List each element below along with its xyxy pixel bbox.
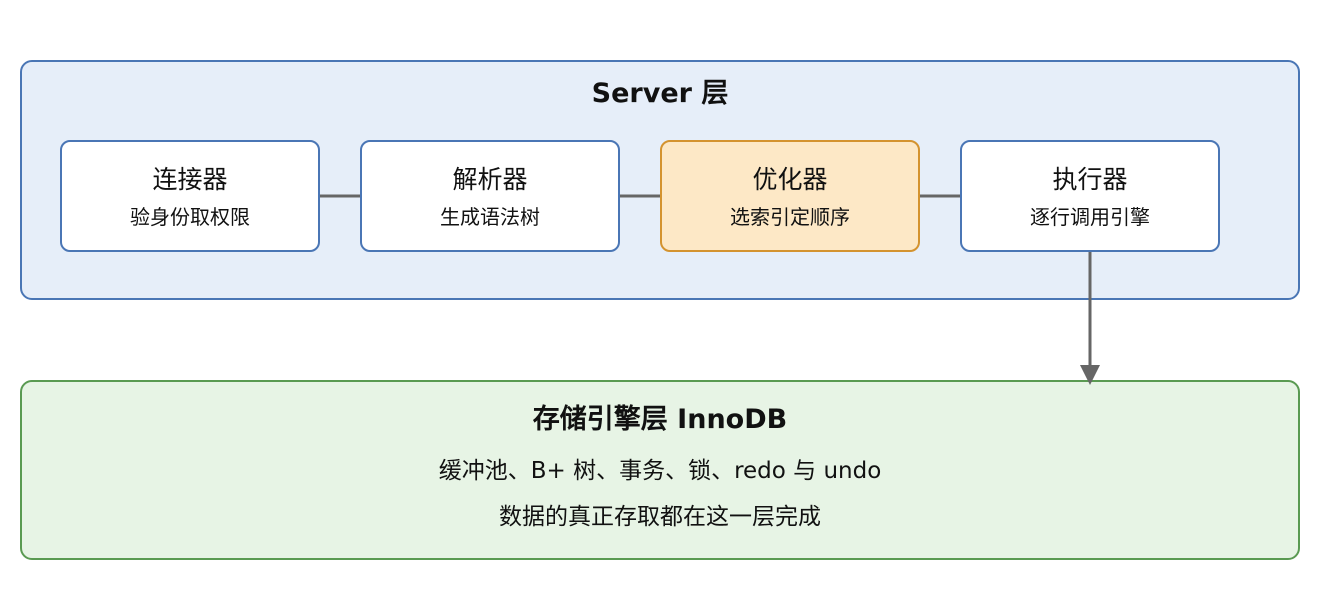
stage-description: 验身份取权限	[130, 205, 250, 229]
server-layer-title: Server 层	[591, 78, 729, 109]
storage-layer-features: 缓冲池、B+ 树、事务、锁、redo 与 undo	[438, 458, 882, 484]
stage-parser: 解析器 生成语法树	[360, 140, 620, 252]
storage-engine-layer: 存储引擎层 InnoDB 缓冲池、B+ 树、事务、锁、redo 与 undo 数…	[20, 380, 1300, 560]
stage-executor: 执行器 逐行调用引擎	[960, 140, 1220, 252]
stage-name: 执行器	[1052, 165, 1128, 194]
stage-name: 优化器	[752, 165, 828, 194]
stage-description: 选索引定顺序	[730, 205, 850, 229]
stage-optimizer: 优化器 选索引定顺序	[660, 140, 920, 252]
stage-description: 生成语法树	[440, 205, 540, 229]
stage-connector: 连接器 验身份取权限	[60, 140, 320, 252]
storage-layer-title: 存储引擎层 InnoDB	[532, 404, 788, 435]
stage-name: 解析器	[452, 165, 528, 194]
stage-name: 连接器	[152, 165, 228, 194]
storage-layer-summary: 数据的真正存取都在这一层完成	[499, 504, 821, 530]
stage-description: 逐行调用引擎	[1030, 205, 1150, 229]
